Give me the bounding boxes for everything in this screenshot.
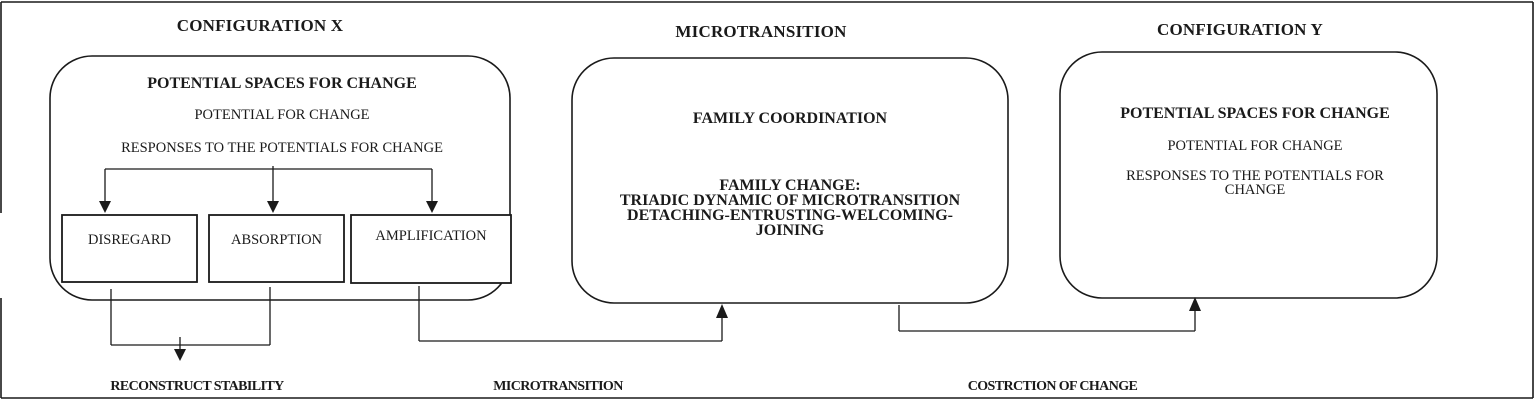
microtransition-box — [571, 57, 1009, 304]
family-change-block: FAMILY CHANGE: TRIADIC DYNAMIC OF MICROT… — [572, 177, 1008, 239]
config-y-box-title: POTENTIAL SPACES FOR CHANGE — [1120, 105, 1390, 122]
option-amplification-label: AMPLIFICATION — [375, 228, 487, 244]
change-connector — [898, 305, 1196, 332]
config-x-box-title: POTENTIAL SPACES FOR CHANGE — [147, 75, 417, 92]
config-x-potential: POTENTIAL FOR CHANGE — [194, 107, 370, 123]
amplification-connector — [418, 286, 723, 342]
family-change-line-2: TRIADIC DYNAMIC OF MICROTRANSITION — [619, 192, 961, 209]
arrow-head-amplification — [426, 201, 438, 213]
config-y-box — [1059, 51, 1438, 299]
arrow-head-absorption — [267, 201, 279, 213]
amplification-box — [350, 214, 512, 284]
reconstruct-stability-label: RECONSTRUCT STABILITY — [110, 379, 284, 394]
arrow-head-microtransition — [716, 304, 728, 318]
absorption-box — [208, 214, 345, 283]
config-x-title: CONFIGURATION X — [176, 16, 344, 35]
family-change-line-3: DETACHING-ENTRUSTING-WELCOMING- — [627, 207, 953, 224]
family-change-line-1: FAMILY CHANGE: — [719, 177, 861, 194]
config-x-box — [49, 55, 511, 301]
family-coordination-label: FAMILY COORDINATION — [692, 110, 888, 127]
reconstruct-connector — [110, 287, 271, 352]
microtransition-outcome-label: MICROTRANSITION — [493, 379, 623, 394]
config-x-responses: RESPONSES TO THE POTENTIALS FOR CHANGE — [121, 140, 443, 156]
microtransition-title: MICROTRANSITION — [675, 22, 847, 41]
option-absorption-label: ABSORPTION — [230, 232, 323, 248]
arrow-head-reconstruct — [174, 349, 186, 361]
disregard-box — [61, 214, 198, 283]
config-y-potential: POTENTIAL FOR CHANGE — [1167, 138, 1343, 154]
costrction-of-change-label: COSTRCTION OF CHANGE — [967, 379, 1138, 394]
distribution-arrows — [104, 166, 433, 203]
arrow-head-disregard — [99, 201, 111, 213]
arrow-head-config-y — [1189, 297, 1201, 311]
option-disregard-label: DISREGARD — [88, 232, 171, 248]
family-change-line-4: JOINING — [755, 222, 825, 239]
config-y-title: CONFIGURATION Y — [1157, 20, 1323, 39]
config-y-responses: RESPONSES TO THE POTENTIALS FOR CHANGE — [1060, 168, 1450, 198]
config-y-responses-line-2: CHANGE — [1224, 182, 1286, 198]
config-y-responses-line-1: RESPONSES TO THE POTENTIALS FOR — [1126, 168, 1384, 184]
